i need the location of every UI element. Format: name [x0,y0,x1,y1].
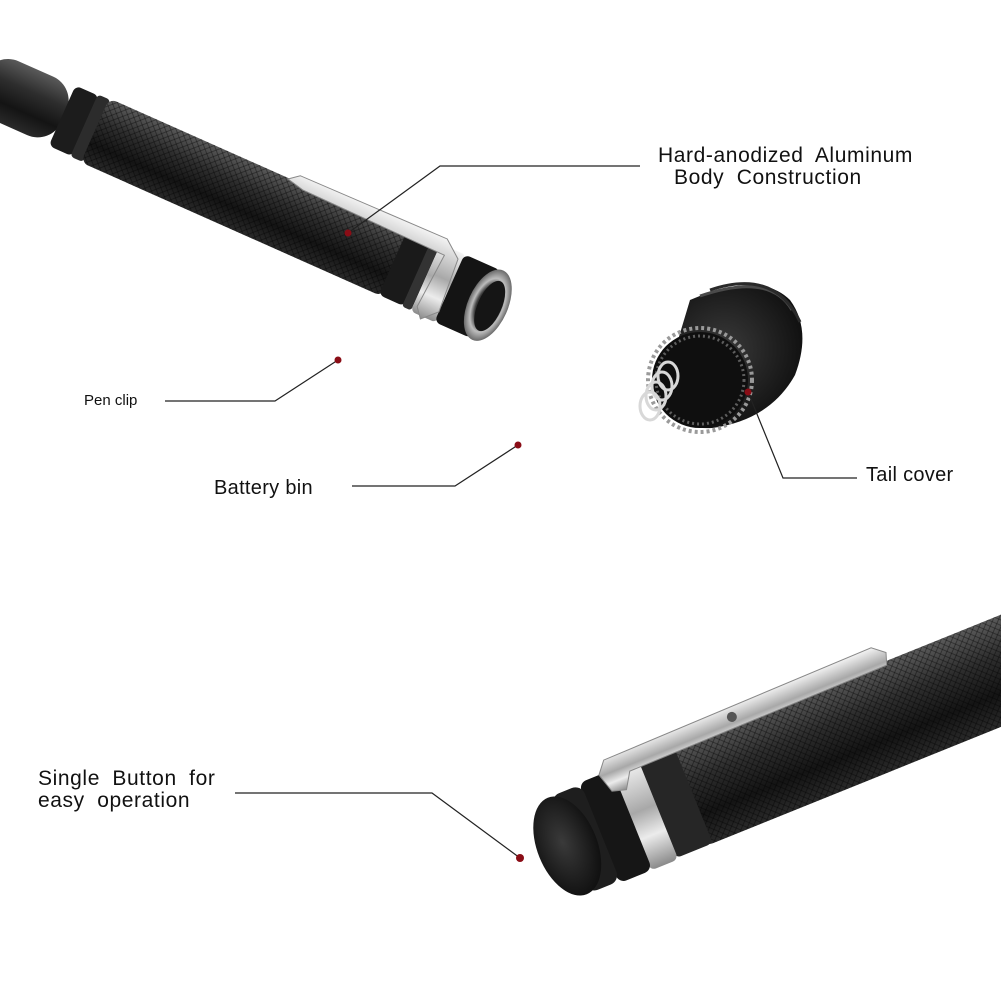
leader-line-single-button [235,792,521,859]
lower-flashlight [533,543,1001,896]
upper-flashlight [0,58,512,341]
tail-button [533,796,602,896]
label-pen-clip: Pen clip [84,392,138,409]
flashlight-head [0,58,69,138]
leader-line-pen-clip [165,359,339,402]
label-single-button-line1: Single Button for [38,767,216,790]
callout-dot-aluminum [344,229,352,237]
label-aluminum-line2: Body Construction [674,166,862,189]
callout-dots [334,229,752,862]
chrome-band-lower [611,761,677,869]
leader-line-battery-bin [352,444,519,487]
leader-line-aluminum [347,165,640,234]
pen-clip [286,175,459,320]
callout-dot-battery-bin [514,441,522,449]
label-single-button: Single Button for easy operation [38,768,215,812]
label-single-button-line2: easy operation [38,789,191,812]
callout-dot-pen-clip [334,356,342,364]
pen-clip-lower [598,647,888,792]
callout-dot-single-button [516,854,524,862]
leader-line-tail-cover [747,391,857,479]
label-aluminum-body: Hard-anodized Aluminum Body Construction [658,145,913,189]
callout-dot-tail-cover [744,388,752,396]
label-tail-cover: Tail cover [866,464,954,486]
label-battery-bin: Battery bin [214,477,313,499]
label-aluminum-line1: Hard-anodized Aluminum [658,144,913,167]
callout-lines [165,165,857,859]
spring [638,360,680,422]
tail-cover-part [638,282,803,434]
